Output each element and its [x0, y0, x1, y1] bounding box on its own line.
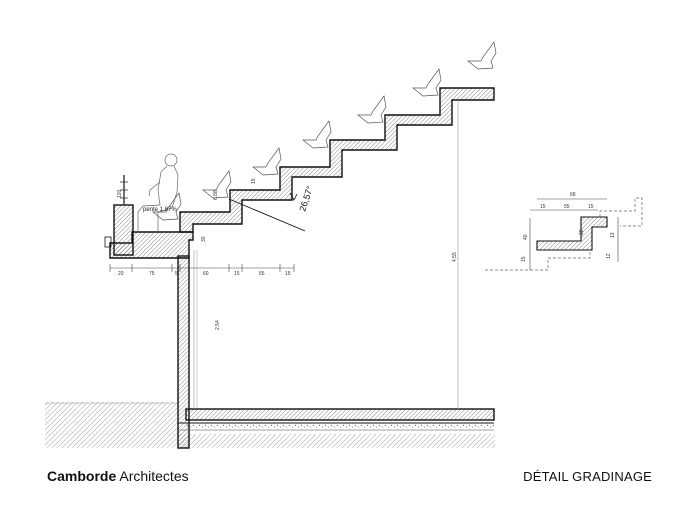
bottom-dim-65: 65: [259, 271, 265, 277]
bottom-dim-15: 15: [234, 271, 240, 277]
stadium-chairs: [152, 41, 497, 221]
gravel-layer: [186, 424, 494, 428]
detail-dim-13: 13: [610, 232, 616, 238]
bottom-dim-20: 20: [118, 271, 124, 277]
parapet-drip: [104, 236, 112, 248]
detail-upper-dashed: [599, 197, 643, 227]
bottom-dim-75: 75: [149, 271, 155, 277]
earth-fill-under-slab: [177, 434, 495, 448]
detail-step-outline: [536, 216, 608, 251]
detail-dim-68: 68: [570, 192, 576, 198]
bottom-dim-ticks: [109, 264, 295, 272]
detail-dim-40: 40: [523, 234, 529, 240]
slope-arrow: [289, 192, 298, 201]
retaining-wall: [177, 255, 190, 449]
riser-label-2: 15: [251, 178, 257, 184]
firm-name: Camborde Architectes: [47, 468, 189, 484]
floor-slab: [185, 408, 495, 421]
firm-name-rest: Architectes: [116, 468, 189, 484]
stepped-slab: [179, 87, 495, 233]
slope-label: pente 1.87%: [143, 207, 177, 213]
bottom-dim-15b: 15: [285, 271, 291, 277]
detail-dim-55: 55: [564, 204, 570, 210]
detail-dim-15: 15: [540, 204, 546, 210]
detail-lower-dashed: [485, 250, 591, 271]
slope-line: [228, 198, 306, 232]
bottom-dim-5: 5: [175, 271, 178, 277]
angle-label: 26,57°: [297, 184, 315, 212]
seated-person-figure: [137, 153, 179, 232]
detail-dim-15c: 15: [521, 256, 527, 262]
riser-label-4: 30: [201, 236, 207, 242]
step-detail: 68 15 55 15 40 28 15 13 12: [485, 192, 643, 271]
parapet: [113, 204, 134, 256]
firm-name-bold: Camborde: [47, 468, 117, 484]
bottom-dim-60: 60: [203, 271, 209, 277]
sheet-title: DÉTAIL GRADINAGE: [523, 469, 652, 484]
column-label: 2,54: [215, 320, 221, 330]
riser-label-3: 120: [117, 189, 123, 198]
earth-fill-left: [45, 402, 177, 448]
detail-dim-28: 28: [579, 229, 585, 235]
detail-dim-12: 12: [606, 253, 612, 259]
detail-dim-15b: 15: [588, 204, 594, 210]
height-label: 4,55: [452, 252, 458, 262]
riser-label-1: 6,88: [213, 190, 219, 200]
